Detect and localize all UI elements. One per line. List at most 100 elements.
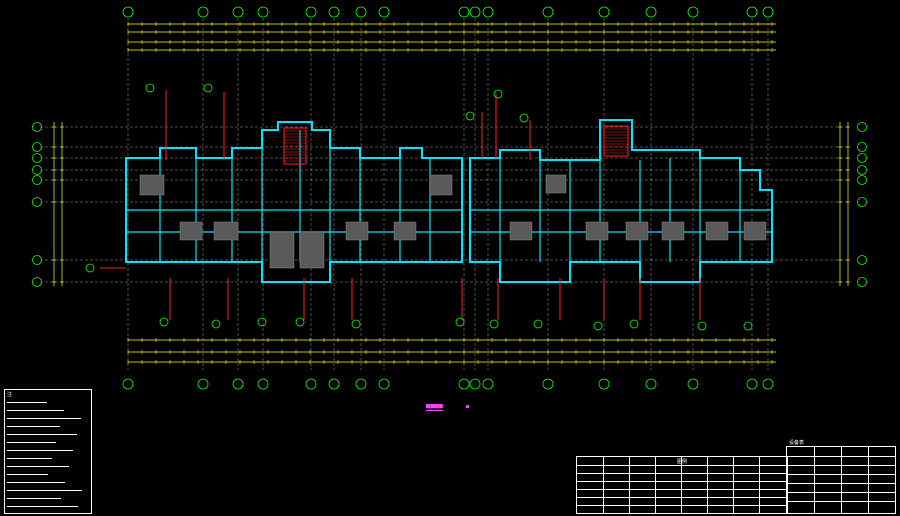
axis-bubble-right: [857, 165, 867, 175]
legend-col-line: [707, 457, 708, 513]
axis-bubble-bottom: [305, 378, 317, 390]
riser-bubble: [203, 83, 213, 93]
axis-bubble-top: [197, 6, 209, 18]
legend-col-line: [759, 457, 760, 513]
riser-bubble: [145, 83, 155, 93]
note-line: [7, 450, 73, 451]
axis-bubble-left: [32, 165, 42, 175]
axis-bubble-bottom: [598, 378, 610, 390]
axis-bubble-bottom: [378, 378, 390, 390]
room-block: [179, 221, 203, 241]
axis-bubble-bottom: [645, 378, 657, 390]
axis-bubble-left: [32, 122, 42, 132]
room-block: [345, 221, 369, 241]
riser-lines: [85, 83, 753, 331]
riser-bubble: [493, 89, 503, 99]
legend-row-line: [577, 481, 787, 482]
axis-bubble-bottom: [328, 378, 340, 390]
room-block: [661, 221, 685, 241]
axis-bubble-right: [857, 175, 867, 185]
axis-bubble-left: [32, 153, 42, 163]
riser-bubble: [697, 321, 707, 331]
note-line: [7, 442, 56, 443]
note-line: [7, 498, 61, 499]
riser-bubble: [743, 321, 753, 331]
axis-bubble-bottom: [257, 378, 269, 390]
riser-bubble: [489, 319, 499, 329]
room-block: [743, 221, 767, 241]
room-block: [393, 221, 417, 241]
schedule-col-line: [841, 447, 842, 513]
legend-row-line: [577, 473, 787, 474]
axis-bubble-left: [32, 255, 42, 265]
axis-bubble-top: [257, 6, 269, 18]
note-line: [7, 410, 64, 411]
axis-bubble-bottom: [458, 378, 470, 390]
axis-bubble-top: [305, 6, 317, 18]
riser-bubble: [519, 113, 529, 123]
axis-bubble-right: [857, 277, 867, 287]
legend-col-line: [603, 457, 604, 513]
legend-row-line: [577, 497, 787, 498]
note-line: [7, 474, 48, 475]
dimension-lines: [52, 22, 850, 364]
axis-bubble-top: [687, 6, 699, 18]
axis-bubble-left: [32, 197, 42, 207]
axis-bubble-top: [328, 6, 340, 18]
axis-bubble-bottom: [355, 378, 367, 390]
riser-bubble: [257, 317, 267, 327]
room-block: [625, 221, 649, 241]
building-outline-right: [469, 119, 773, 283]
axis-bubble-top: [482, 6, 494, 18]
drawing-title-mark: ■■■■: [426, 402, 443, 411]
riser-bubble: [629, 319, 639, 329]
axis-bubble-bottom: [746, 378, 758, 390]
axis-bubble-top: [355, 6, 367, 18]
axis-bubble-top: [378, 6, 390, 18]
axis-bubble-left: [32, 175, 42, 185]
axis-bubble-top: [122, 6, 134, 18]
riser-bubble: [351, 319, 361, 329]
riser-bubble: [211, 319, 221, 329]
notes-panel: 注: [4, 389, 92, 514]
legend-col-line: [733, 457, 734, 513]
axis-bubble-bottom: [197, 378, 209, 390]
axis-bubble-right: [857, 197, 867, 207]
riser-bubble: [593, 321, 603, 331]
axis-bubble-bottom: [482, 378, 494, 390]
axis-bubble-right: [857, 122, 867, 132]
legend-row-line: [577, 505, 787, 506]
riser-bubble: [85, 263, 95, 273]
room-block: [429, 174, 453, 196]
legend-col-line: [681, 457, 682, 513]
room-block: [139, 174, 165, 196]
axis-bubble-top: [469, 6, 481, 18]
axis-bubble-top: [598, 6, 610, 18]
note-line: [7, 434, 77, 435]
room-block: [585, 221, 609, 241]
schedule-label: 设备表: [789, 440, 805, 446]
legend-col-line: [629, 457, 630, 513]
axis-bubble-top: [232, 6, 244, 18]
schedule-col-line: [814, 447, 815, 513]
note-line: [7, 458, 52, 459]
note-line: [7, 418, 81, 419]
schedule-col-line: [868, 447, 869, 513]
axis-bubble-bottom: [232, 378, 244, 390]
riser-bubble: [159, 317, 169, 327]
room-block: [299, 231, 325, 269]
notes-label: 注: [7, 392, 13, 398]
room-block: [213, 221, 239, 241]
riser-bubble: [455, 317, 465, 327]
room-block: [269, 231, 295, 269]
axis-bubble-right: [857, 255, 867, 265]
note-line: [7, 506, 78, 507]
axis-bubble-top: [746, 6, 758, 18]
room-blocks: [139, 125, 767, 269]
legend-row-line: [577, 465, 787, 466]
riser-bubble: [533, 319, 543, 329]
axis-bubble-bottom: [122, 378, 134, 390]
building-walls: [125, 119, 773, 283]
note-line: [7, 402, 47, 403]
